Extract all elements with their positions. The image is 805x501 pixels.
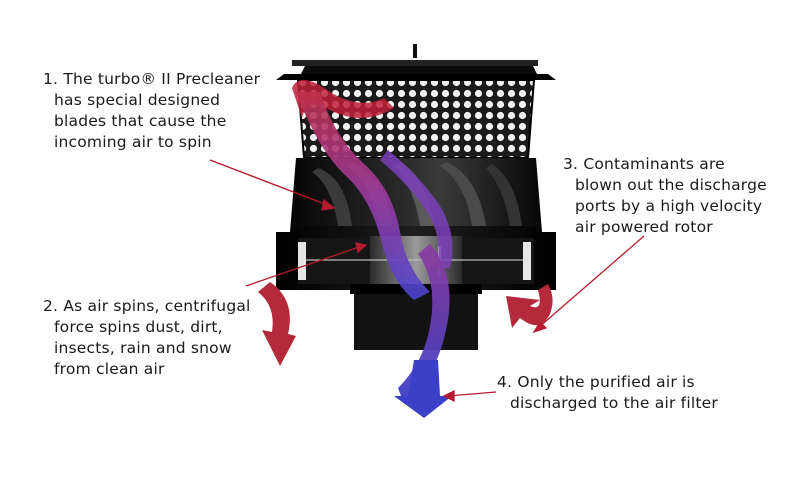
callout-3-line-1: 3. Contaminants are: [563, 155, 725, 173]
leader-line-2: [245, 245, 363, 287]
callout-1-line-1: 1. The turbo® II Precleaner: [43, 70, 261, 88]
callout-2-centrifugal-force: 2. As air spins, centrifugal force spins…: [43, 296, 251, 380]
callout-3-contaminant-discharge: 3. Contaminants are blown out the discha…: [563, 154, 767, 238]
clean-air-arrow: [394, 360, 452, 418]
spinning-airflow: [292, 79, 453, 404]
callout-2-line-3: insects, rain and snow: [54, 339, 232, 357]
leader-line-1: [209, 159, 331, 207]
precleaner-cap: [276, 44, 556, 80]
callout-3-line-4: air powered rotor: [575, 218, 713, 236]
callout-4-purified-air: 4. Only the purified air is discharged t…: [497, 372, 718, 414]
callout-2-line-4: from clean air: [54, 360, 165, 378]
callout-1-precleaner-blades: 1. The turbo® II Precleaner has special …: [43, 69, 260, 153]
callout-2-line-2: force spins dust, dirt,: [54, 318, 223, 336]
callout-1-line-4: incoming air to spin: [54, 133, 212, 151]
leader-arrowhead-4: [442, 389, 455, 403]
callout-1-line-3: blades that cause the: [54, 112, 227, 130]
leader-arrowhead-2: [355, 242, 368, 254]
leader-line-3: [537, 235, 645, 329]
callout-1-line-2: has special designed: [54, 91, 221, 109]
callout-4-line-2: discharged to the air filter: [510, 394, 718, 412]
housing-skirt: [276, 226, 556, 290]
callout-3-line-2: blown out the discharge: [575, 176, 767, 194]
callout-3-line-3: ports by a high velocity: [575, 197, 763, 215]
contaminant-discharge-arrow-left: [258, 282, 296, 366]
contaminant-discharge-arrow-right: [506, 284, 553, 328]
leader-lines: [209, 159, 645, 403]
leader-line-4: [447, 391, 497, 397]
callout-4-line-1: 4. Only the purified air is: [497, 373, 695, 391]
callout-2-line-1: 2. As air spins, centrifugal: [43, 297, 251, 315]
leader-arrowhead-1: [321, 198, 336, 211]
leader-arrowhead-3: [532, 320, 548, 334]
